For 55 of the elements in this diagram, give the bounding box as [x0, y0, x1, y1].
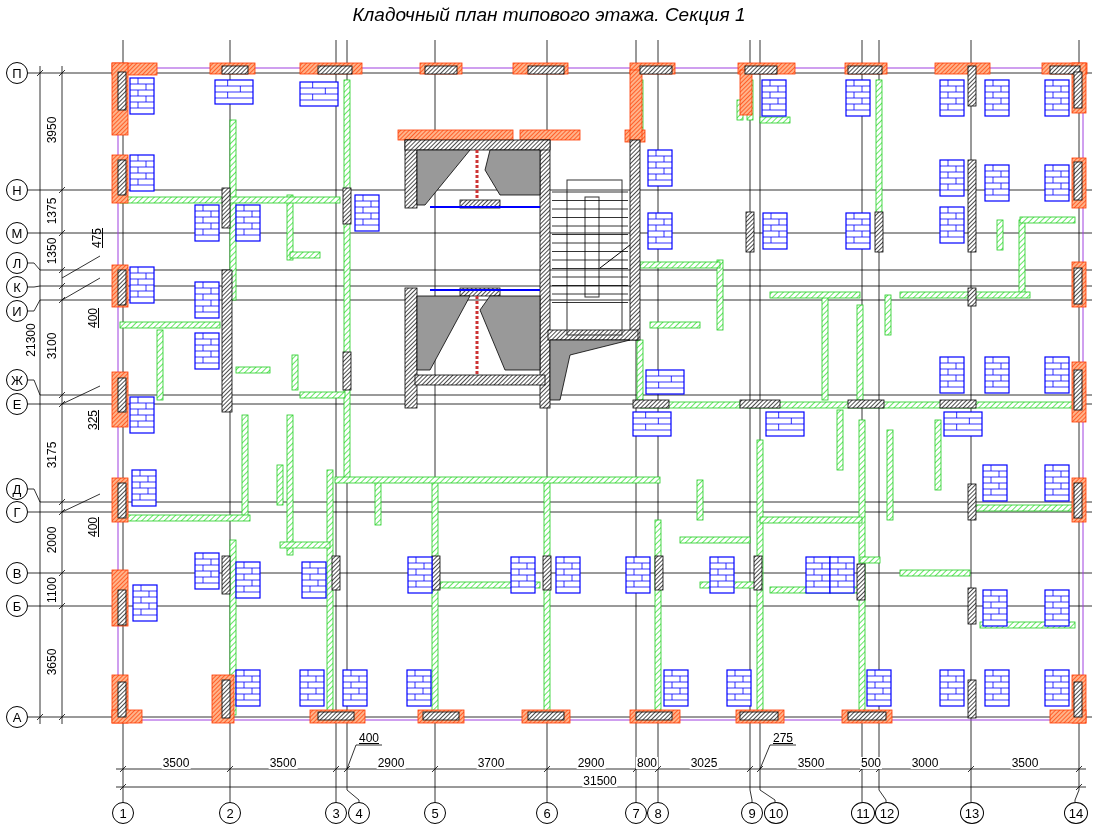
dimension-label: 2900: [376, 757, 406, 769]
dimension-label: 3950: [46, 115, 58, 145]
axis-bubble: П: [6, 62, 28, 84]
dimension-label: 3500: [268, 757, 298, 769]
dimension-label: 400: [87, 516, 99, 538]
axis-bubble: 1: [112, 802, 134, 824]
dimension-label: 400: [358, 732, 380, 744]
dimension-label: 3500: [796, 757, 826, 769]
dimension-label: 325: [87, 409, 99, 431]
axis-bubble: 9: [741, 802, 763, 824]
dimension-label: 800: [636, 757, 658, 769]
dimension-label: 1350: [46, 236, 58, 266]
dimension-label: 2000: [46, 525, 58, 555]
axis-bubble: 5: [424, 802, 446, 824]
axis-bubble: А: [6, 706, 28, 728]
axis-bubble: Д: [6, 478, 28, 500]
dimension-label: 3650: [46, 647, 58, 677]
axis-bubble: 11: [851, 802, 875, 824]
dimension-label: 2900: [576, 757, 606, 769]
axis-bubble: М: [6, 222, 28, 244]
dimension-label: 1375: [46, 196, 58, 226]
dimension-label: 3175: [46, 440, 58, 470]
axis-bubble: 14: [1064, 802, 1088, 824]
dimension-label: 3700: [476, 757, 506, 769]
dimension-label: 3000: [910, 757, 940, 769]
axis-bubble: В: [6, 562, 28, 584]
dimension-label: 21300: [25, 322, 37, 358]
axis-bubble: Е: [6, 393, 28, 415]
axis-bubble: И: [6, 300, 28, 322]
dimension-label: 500: [860, 757, 882, 769]
dimension-label: 31500: [582, 775, 618, 787]
axis-bubble: Б: [6, 595, 28, 617]
axis-bubble: 3: [325, 802, 347, 824]
dimension-label: 400: [87, 307, 99, 329]
axis-bubble: Л: [6, 252, 28, 274]
axis-bubble: 6: [536, 802, 558, 824]
axis-bubble: 12: [875, 802, 899, 824]
axis-bubble: 4: [348, 802, 370, 824]
dimension-label: 3500: [1010, 757, 1040, 769]
dimension-label: 3025: [689, 757, 719, 769]
dimension-label: 475: [91, 227, 103, 249]
axis-bubble: 2: [219, 802, 241, 824]
axis-bubble: 10: [764, 802, 788, 824]
dimension-label: 1100: [46, 576, 58, 604]
axis-bubble: Г: [6, 501, 28, 523]
axis-bubble: 8: [647, 802, 669, 824]
axis-bubble: Ж: [6, 369, 28, 391]
axis-bubble: 7: [625, 802, 647, 824]
dimension-label: 275: [772, 732, 794, 744]
dimension-label: 3500: [161, 757, 191, 769]
axis-bubble: К: [6, 276, 28, 298]
plan-title: Кладочный план типового этажа. Секция 1: [351, 4, 747, 26]
axis-bubble: 13: [960, 802, 984, 824]
axis-bubble: Н: [6, 179, 28, 201]
dimension-label: 3100: [46, 331, 58, 361]
